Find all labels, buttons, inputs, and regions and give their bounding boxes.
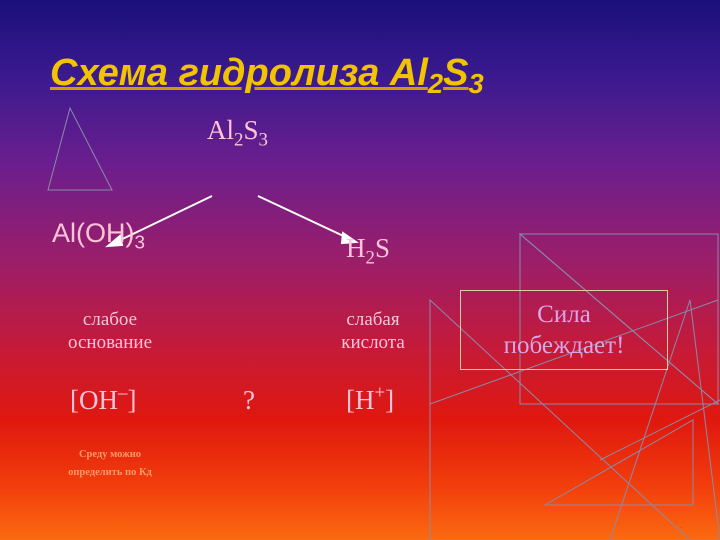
deco-line-1 — [429, 299, 719, 405]
question-mark: ? — [243, 385, 255, 415]
deco-triangle-right-3 — [429, 298, 691, 540]
deco-triangle-top-left — [47, 106, 113, 191]
hydroxide-ion: [OH–] — [70, 382, 137, 415]
arrow-to-acid — [257, 195, 353, 241]
arrow-to-base-head — [104, 234, 124, 248]
arrow-to-acid-head — [340, 231, 359, 245]
deco-triangle-bottom-right — [543, 419, 694, 506]
deco-line-2 — [599, 399, 720, 461]
base-formula: Al(OH)3 — [52, 218, 146, 254]
slide-title: Схема гидролиза Al2S3 — [50, 52, 484, 100]
acid-formula: H2S — [346, 233, 390, 269]
deco-triangle-right-2 — [519, 232, 720, 405]
hydrogen-ion: [H+] — [346, 382, 395, 415]
arrow-to-base — [111, 195, 213, 245]
deco-triangle-right-4 — [609, 299, 720, 540]
salt-formula: Al2S3 — [207, 115, 268, 151]
